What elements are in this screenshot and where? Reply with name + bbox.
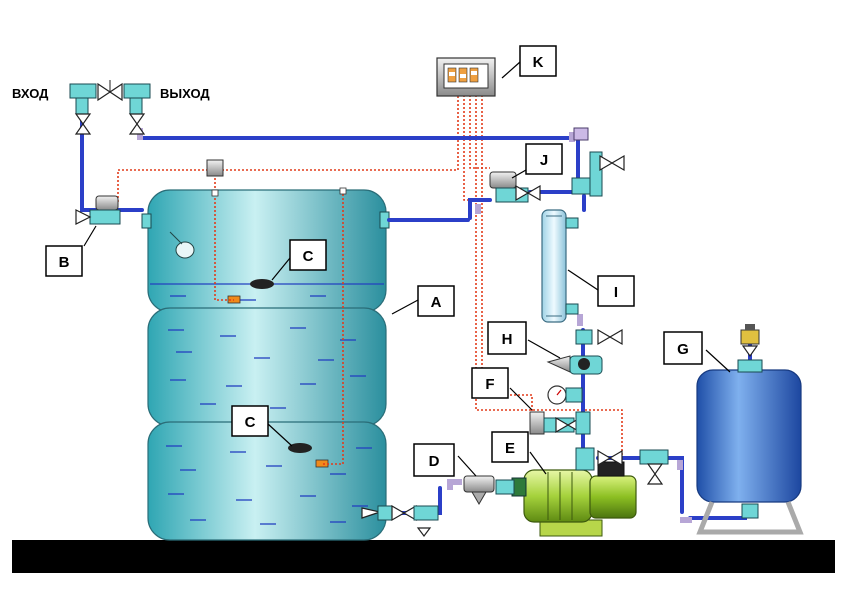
callout-k: K [501,45,557,79]
callout-i: I [567,269,635,307]
inlet-outlet-manifold [69,80,151,135]
callout-f-label: F [485,376,494,393]
signal-wiring [117,95,623,465]
solenoid-valve-j-icon [489,127,625,203]
callout-h-label: H [502,331,513,348]
pipe-light-a [447,479,462,490]
callout-k-label: K [533,54,544,71]
callout-i-label: I [614,284,618,301]
callout-b: B [45,225,97,277]
control-box-icon [436,57,496,97]
callout-d-label: D [429,453,440,470]
callout-g-label: G [677,341,689,358]
callout-d: D [413,443,477,477]
uv-sterilizer-icon [541,209,579,323]
tank-outlet-valve [361,504,439,537]
ground-base [12,540,835,573]
callout-f: F [471,367,533,411]
callout-h: H [487,321,561,359]
inlet-label: ВХОД [12,86,49,101]
pump-icon [511,461,637,537]
callout-a-label: A [431,294,442,311]
junction-box-icon [206,159,224,177]
callout-c-upper: C [271,239,327,281]
callout-c-lower: C [231,405,293,447]
callout-b-label: B [59,254,70,271]
check-valve-h-icon [546,328,623,375]
callout-c-lower-label: C [245,414,256,431]
callout-j: J [511,143,563,179]
storage-tank-icon [141,189,390,541]
callout-c-upper-label: C [303,248,314,265]
solenoid-valve-b-icon [75,195,121,225]
filter-d-icon [463,475,515,505]
hydro-accumulator-icon [696,324,804,535]
callout-e-label: E [505,440,515,457]
pressure-gauge-icon [547,385,583,405]
callout-a: A [391,285,455,317]
accumulator-feed-valves [575,447,669,485]
callout-g: G [663,331,731,373]
callout-e: E [491,431,547,475]
callout-j-label: J [540,152,548,169]
pressure-switch-f-icon [529,411,591,435]
outlet-label: ВЫХОД [160,86,210,101]
